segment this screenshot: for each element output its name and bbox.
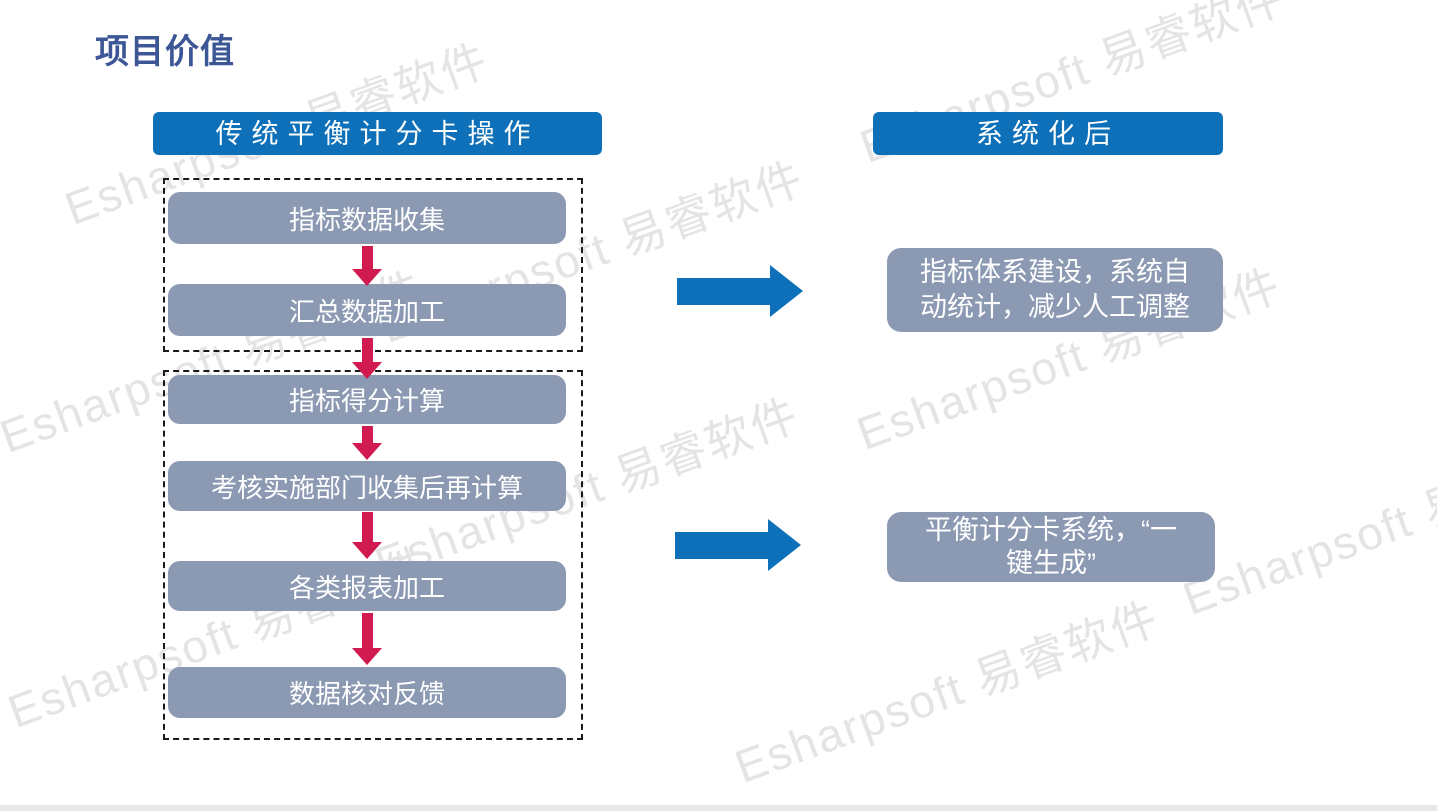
slide-bottom-edge bbox=[0, 805, 1437, 811]
step-box: 各类报表加工 bbox=[168, 561, 566, 611]
step-box: 汇总数据加工 bbox=[168, 284, 566, 336]
down-arrow-icon bbox=[352, 613, 382, 665]
page-title: 项目价值 bbox=[95, 33, 235, 71]
result-text-line: 键生成” bbox=[1006, 548, 1096, 578]
result-box: 平衡计分卡系统，“一 键生成” bbox=[887, 512, 1215, 582]
step-box: 指标得分计算 bbox=[168, 375, 566, 424]
result-text-line: 平衡计分卡系统，“一 bbox=[925, 515, 1177, 545]
result-text-line: 指标体系建设，系统自 bbox=[920, 257, 1190, 287]
right-arrow-icon bbox=[675, 519, 801, 571]
down-arrow-icon bbox=[352, 512, 382, 559]
step-box: 数据核对反馈 bbox=[168, 667, 566, 718]
traditional-steps-group-1 bbox=[163, 178, 583, 352]
left-column-header: 传统平衡计分卡操作 bbox=[153, 112, 602, 155]
right-column-header: 系统化后 bbox=[873, 112, 1223, 155]
down-arrow-icon bbox=[352, 426, 382, 460]
down-arrow-icon bbox=[352, 338, 382, 379]
right-arrow-icon bbox=[677, 265, 803, 317]
down-arrow-icon bbox=[352, 246, 382, 286]
result-text-line: 动统计，减少人工调整 bbox=[920, 292, 1190, 322]
step-box: 考核实施部门收集后再计算 bbox=[168, 461, 566, 511]
result-box: 指标体系建设，系统自 动统计，减少人工调整 bbox=[887, 248, 1223, 332]
step-box: 指标数据收集 bbox=[168, 192, 566, 244]
